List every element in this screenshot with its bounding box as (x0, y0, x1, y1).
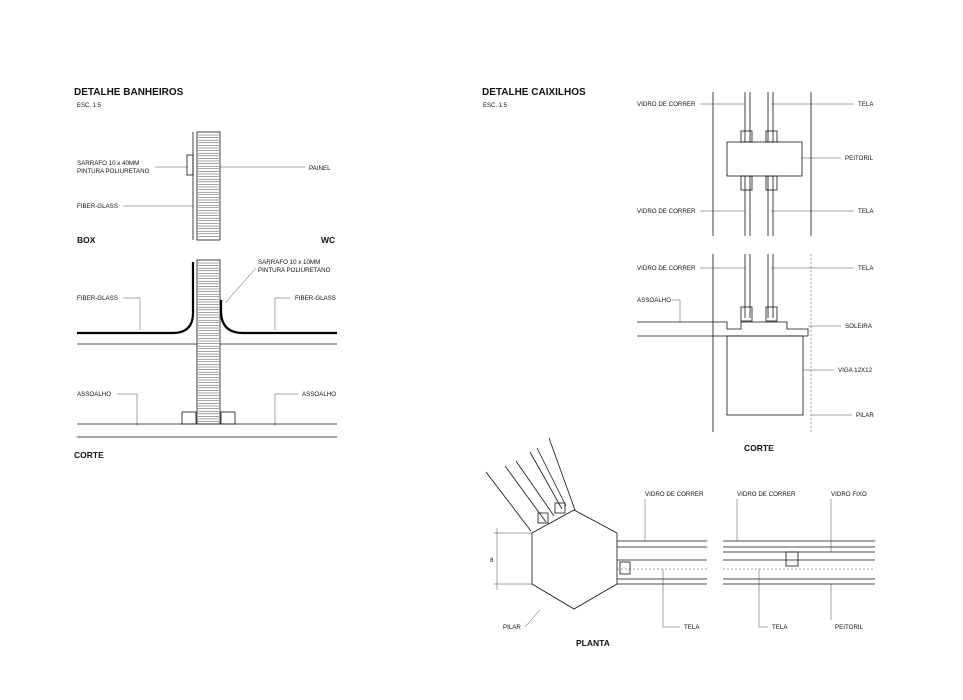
assoalho-label-right: ASSOALHO (302, 391, 336, 398)
peitoril-label: PEITORIL (845, 155, 874, 162)
frames-detail: DETALHE CAIXILHOS ESC. 1:5 VIDRO DE CORR… (482, 87, 874, 453)
frame-profile-3 (740, 175, 753, 191)
vidro-label-bottom: VIDRO DE CORRER (637, 208, 696, 215)
fiberglass-cove-left (77, 262, 195, 335)
window-lower-section: VIDRO DE CORRER TELA ASSOALHO SOLEIRA VI… (637, 254, 874, 453)
diagonal-profile-1 (537, 512, 549, 524)
frame-profile-lower-2 (765, 306, 778, 322)
assoalho-label-window: ASSOALHO (637, 297, 671, 304)
dimension-value: 8 (490, 557, 494, 564)
baseboard-left (181, 411, 197, 425)
sarrafo-leader-lower (224, 267, 257, 304)
diagonal-frame-3 (515, 460, 555, 517)
fiberglass-label-left: FIBER-GLASS (77, 295, 118, 302)
wall-panel (196, 131, 221, 241)
vidro-label-lower: VIDRO DE CORRER (637, 265, 696, 272)
vidro-label-plan-2: VIDRO DE CORRER (737, 491, 796, 498)
frames-scale: ESC. 1:5 (483, 103, 508, 109)
frame-profile-2 (765, 130, 778, 143)
sarrafo-strip (186, 154, 194, 176)
bathroom-detail: DETALHE BANHEIROS ESC. 1:5 SARRAFO 10 x … (74, 87, 337, 460)
viga-label: VIGA 12X12 (838, 367, 873, 374)
vidro-fixo-label: VIDRO FIXO (831, 491, 867, 498)
plan-frame-run-2 (723, 540, 875, 585)
diagonal-profile-2 (554, 502, 566, 514)
plan-frame-run-1 (617, 540, 707, 585)
frames-corte-label: CORTE (744, 443, 774, 453)
wall-panel-lower (196, 259, 221, 425)
tela-label-plan-2: TELA (772, 624, 788, 631)
sarrafo-label-lower: SARRAFO 10 x 10MM (258, 259, 320, 266)
vidro-label-plan-1: VIDRO DE CORRER (645, 491, 704, 498)
viga-beam (726, 335, 804, 416)
plan-view: 8 VIDRO DE CORRER VIDRO DE CORRER V (485, 437, 875, 648)
frames-title: DETALHE CAIXILHOS (482, 87, 586, 98)
assoalho-label-left: ASSOALHO (77, 391, 111, 398)
soleira-label: SOLEIRA (845, 323, 873, 330)
bathroom-upper-section: SARRAFO 10 x 40MM PINTURA POLIURETANO PA… (77, 131, 335, 245)
panel-hatch (198, 134, 219, 237)
bathroom-lower-section: SARRAFO 10 x 10MM PINTURA POLIURETANO FI… (74, 259, 337, 460)
sarrafo-label: SARRAFO 10 x 40MM (77, 160, 139, 167)
painel-label: PAINEL (309, 165, 331, 172)
diagonal-frame-4 (529, 451, 563, 510)
diagonal-frame-1 (485, 471, 532, 532)
bathroom-corte-label: CORTE (74, 450, 104, 460)
hexagonal-pilar (531, 509, 618, 610)
peitoril-sill (726, 141, 803, 177)
diagonal-frame-5 (536, 447, 567, 507)
threshold-profile (637, 321, 809, 336)
run1-profile (619, 561, 631, 575)
tela-label-lower: TELA (858, 265, 874, 272)
panel-hatch-lower (198, 262, 219, 422)
bathroom-scale: ESC. 1:5 (77, 103, 102, 109)
tela-label-plan-1: TELA (684, 624, 700, 631)
window-upper-section: VIDRO DE CORRER TELA PEITORIL VIDRO DE C… (637, 92, 874, 236)
box-label: BOX (77, 235, 96, 245)
peitoril-label-plan: PEITORIL (835, 624, 864, 631)
wc-label: WC (321, 235, 335, 245)
frame-profile-1 (740, 130, 753, 143)
fiberglass-cove-right (219, 300, 337, 335)
bathroom-title: DETALHE BANHEIROS (74, 87, 184, 98)
fiberglass-label-right: FIBER-GLASS (295, 295, 336, 302)
tela-label-top: TELA (858, 101, 874, 108)
frame-profile-4 (765, 175, 778, 191)
pilar-label-plan: PILAR (503, 624, 521, 631)
pintura-label-lower: PINTURA POLIURETANO (258, 267, 331, 274)
vidro-label-top: VIDRO DE CORRER (637, 101, 696, 108)
pilar-leader-plan (524, 609, 541, 628)
planta-label: PLANTA (576, 638, 610, 648)
fiberglass-label: FIBER-GLASS (77, 203, 118, 210)
tela-label-bottom: TELA (858, 208, 874, 215)
run2-profile (785, 551, 799, 567)
frame-profile-lower-1 (740, 306, 753, 322)
baseboard-right (220, 411, 236, 425)
diagonal-frame-6 (548, 437, 576, 511)
pilar-label-section: PILAR (856, 412, 874, 419)
pintura-label: PINTURA POLIURETANO (77, 168, 150, 175)
